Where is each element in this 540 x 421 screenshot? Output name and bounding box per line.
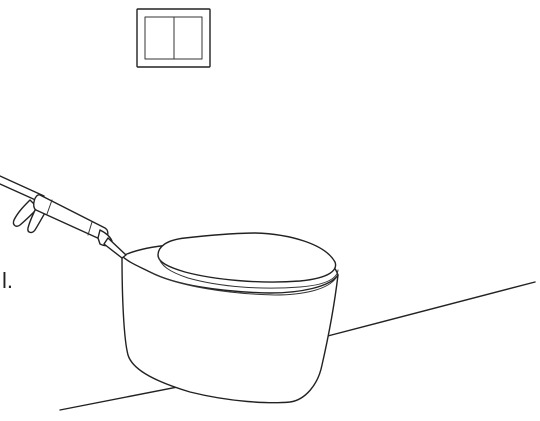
- caulking-gun: [0, 175, 127, 259]
- caption-fragment: l.: [2, 268, 13, 293]
- wall-hung-toilet: [121, 232, 339, 404]
- flush-plate: [136, 8, 211, 68]
